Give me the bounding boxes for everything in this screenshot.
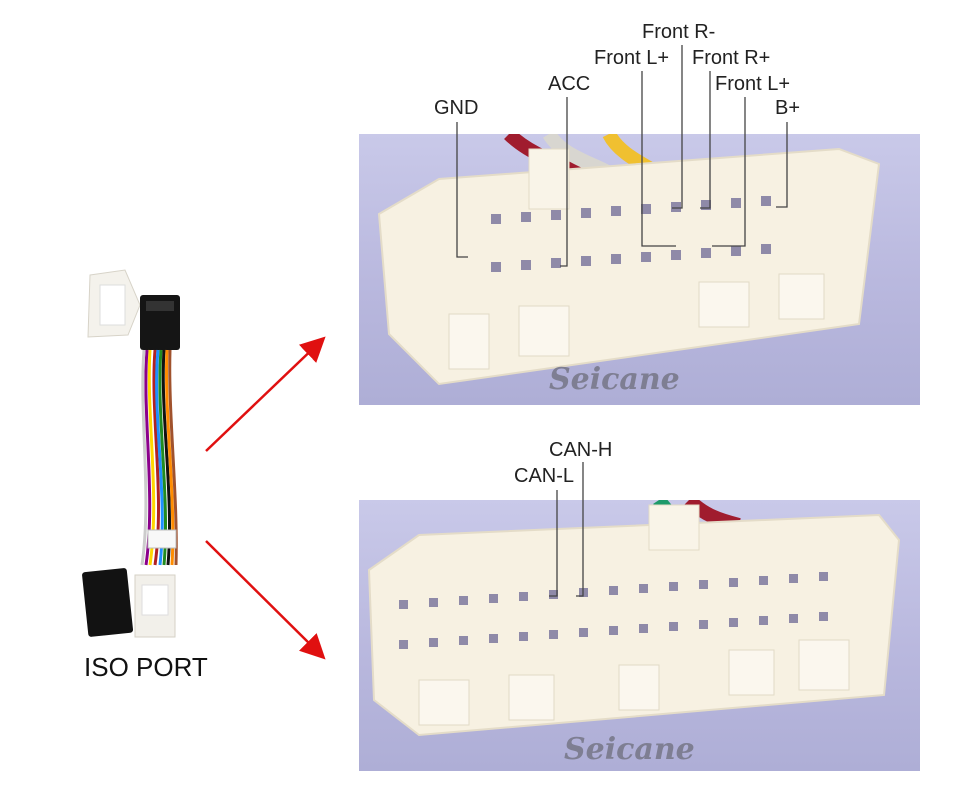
pin-label-can-l: CAN-L	[514, 465, 575, 487]
seicane-watermark-top: Seicane	[549, 362, 680, 397]
arrow-to-bottom-connector	[205, 540, 326, 660]
pin-label-front-r-minus: Front R-	[642, 21, 716, 43]
bottom-connector-photo: Seicane	[359, 500, 920, 771]
iso-harness-image	[70, 265, 210, 645]
arrow-to-top-connector	[205, 336, 326, 452]
seicane-watermark-bottom: Seicane	[564, 732, 695, 767]
pin-label-front-r-plus: Front R+	[692, 47, 771, 69]
pin-label-acc: ACC	[548, 73, 591, 95]
pin-label-gnd: GND	[434, 97, 479, 119]
pin-label-front-l-plus-1: Front L+	[594, 47, 670, 69]
pin-label-front-l-plus-2: Front L+	[715, 73, 791, 95]
pin-label-b-plus: B+	[775, 97, 801, 119]
pin-label-can-h: CAN-H	[549, 439, 613, 461]
iso-port-label: ISO PORT	[84, 652, 208, 682]
top-connector-photo: Seicane	[359, 134, 920, 405]
